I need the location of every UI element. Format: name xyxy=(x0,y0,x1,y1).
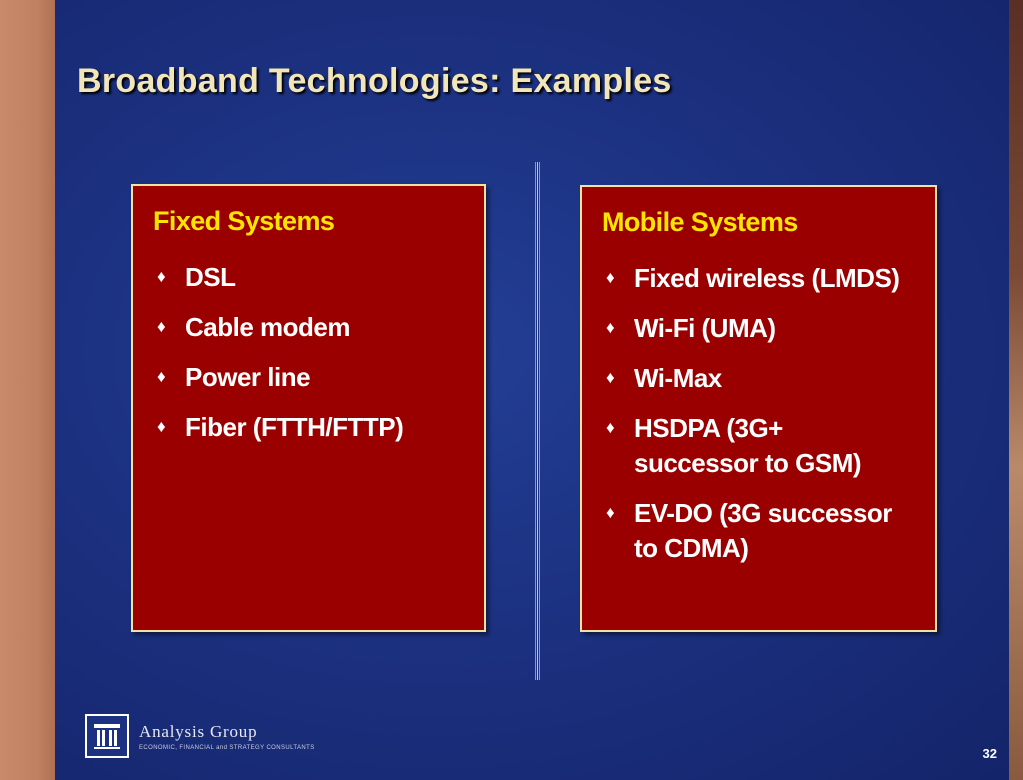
page-number: 32 xyxy=(982,746,997,761)
diamond-bullet-icon: ♦ xyxy=(606,318,615,337)
company-logo: Analysis Group ECONOMIC, FINANCIAL and S… xyxy=(85,714,315,758)
fixed-systems-panel: Fixed Systems ♦ DSL ♦ Cable modem ♦ Powe… xyxy=(131,184,486,632)
diamond-bullet-icon: ♦ xyxy=(157,267,166,286)
column-building-icon xyxy=(85,714,129,758)
list-item: ♦ EV-DO (3G successor to CDMA) xyxy=(606,496,916,566)
diamond-bullet-icon: ♦ xyxy=(157,317,166,336)
list-item-text: Wi-Fi (UMA) xyxy=(634,313,776,343)
logo-tagline: ECONOMIC, FINANCIAL and STRATEGY CONSULT… xyxy=(139,744,315,751)
list-item: ♦ Fixed wireless (LMDS) xyxy=(606,261,916,296)
logo-company-name: Analysis Group xyxy=(139,721,258,741)
right-decorative-band xyxy=(1009,0,1023,780)
diamond-bullet-icon: ♦ xyxy=(157,367,166,386)
list-item: ♦ Wi-Max xyxy=(606,361,916,396)
list-item: ♦ Power line xyxy=(157,360,467,395)
logo-text: Analysis Group ECONOMIC, FINANCIAL and S… xyxy=(139,722,315,751)
list-item: ♦ Wi-Fi (UMA) xyxy=(606,311,916,346)
diamond-bullet-icon: ♦ xyxy=(606,368,615,387)
diamond-bullet-icon: ♦ xyxy=(606,418,615,437)
mobile-systems-heading: Mobile Systems xyxy=(602,207,798,237)
slide: Broadband Technologies: Examples Fixed S… xyxy=(55,0,1009,780)
list-item-text: DSL xyxy=(185,262,236,292)
list-item: ♦ HSDPA (3G+ successor to GSM) xyxy=(606,411,916,481)
list-item-text: Fiber (FTTH/FTTP) xyxy=(185,412,404,442)
column-divider xyxy=(535,162,540,680)
list-item-text: Cable modem xyxy=(185,312,351,342)
list-item: ♦ Cable modem xyxy=(157,310,467,345)
mobile-systems-list: ♦ Fixed wireless (LMDS) ♦ Wi-Fi (UMA) ♦ … xyxy=(606,261,916,581)
list-item-text: Fixed wireless (LMDS) xyxy=(634,263,900,293)
diamond-bullet-icon: ♦ xyxy=(606,503,615,522)
list-item-text: Power line xyxy=(185,362,311,392)
fixed-systems-heading: Fixed Systems xyxy=(153,206,335,236)
list-item-text: EV-DO (3G successor to CDMA) xyxy=(634,498,892,563)
left-decorative-band xyxy=(0,0,55,780)
list-item-text: HSDPA (3G+ successor to GSM) xyxy=(634,413,862,478)
list-item-text: Wi-Max xyxy=(634,363,722,393)
diamond-bullet-icon: ♦ xyxy=(157,417,166,436)
diamond-bullet-icon: ♦ xyxy=(606,268,615,287)
fixed-systems-list: ♦ DSL ♦ Cable modem ♦ Power line ♦ Fiber… xyxy=(157,260,467,460)
list-item: ♦ DSL xyxy=(157,260,467,295)
mobile-systems-panel: Mobile Systems ♦ Fixed wireless (LMDS) ♦… xyxy=(580,185,937,632)
slide-title: Broadband Technologies: Examples xyxy=(77,62,672,100)
list-item: ♦ Fiber (FTTH/FTTP) xyxy=(157,410,467,445)
